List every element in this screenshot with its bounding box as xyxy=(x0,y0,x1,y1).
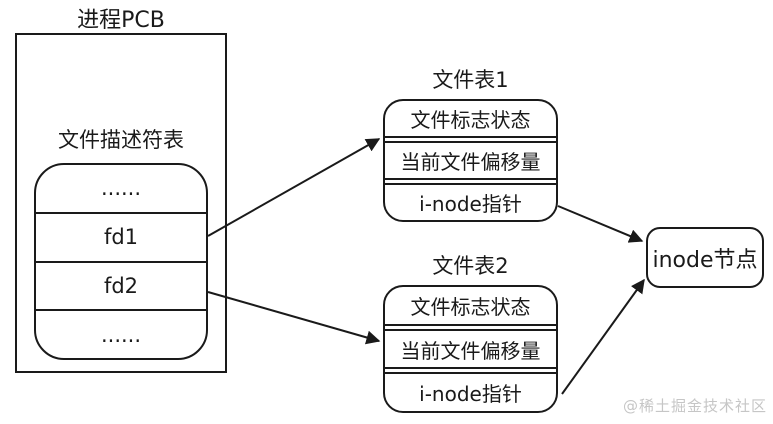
arrow-filetable1-to-inode xyxy=(557,205,644,243)
fd-row-ellipsis-top: ...... xyxy=(100,176,142,201)
file-table-1-row-flags: 文件标志状态 xyxy=(385,101,556,138)
file-table-2-row-offset: 当前文件偏移量 xyxy=(385,328,556,370)
file-table-1-row-inode-pointer: i-node指针 xyxy=(385,183,556,220)
fd-row-fd1: fd1 xyxy=(36,211,206,261)
inode-node-box: inode节点 xyxy=(646,227,764,288)
file-table-1-row-offset: 当前文件偏移量 xyxy=(385,141,556,180)
file-table-2-row-flags: 文件标志状态 xyxy=(385,287,556,326)
inode-node-label: inode节点 xyxy=(652,247,758,273)
file-table-1-title: 文件表1 xyxy=(432,68,509,92)
watermark: @稀土掘金技术社区 xyxy=(622,397,767,415)
fd-table: ...... fd1 fd2 ...... xyxy=(34,163,208,360)
arrow-fd1-to-filetable1 xyxy=(207,138,381,237)
file-table-2: 文件标志状态 当前文件偏移量 i-node指针 xyxy=(383,285,558,413)
fd-table-label: 文件描述符表 xyxy=(58,128,184,152)
pcb-title: 进程PCB xyxy=(77,8,165,33)
fd-row-ellipsis-bottom: ...... xyxy=(36,309,206,358)
arrow-filetable2-to-inode xyxy=(561,278,645,395)
file-table-1: 文件标志状态 当前文件偏移量 i-node指针 xyxy=(383,99,558,222)
file-table-2-row-inode-pointer: i-node指针 xyxy=(385,372,556,411)
file-table-2-title: 文件表2 xyxy=(432,254,509,278)
fd-row-fd2: fd2 xyxy=(36,260,206,310)
arrow-fd2-to-filetable2 xyxy=(207,291,381,345)
